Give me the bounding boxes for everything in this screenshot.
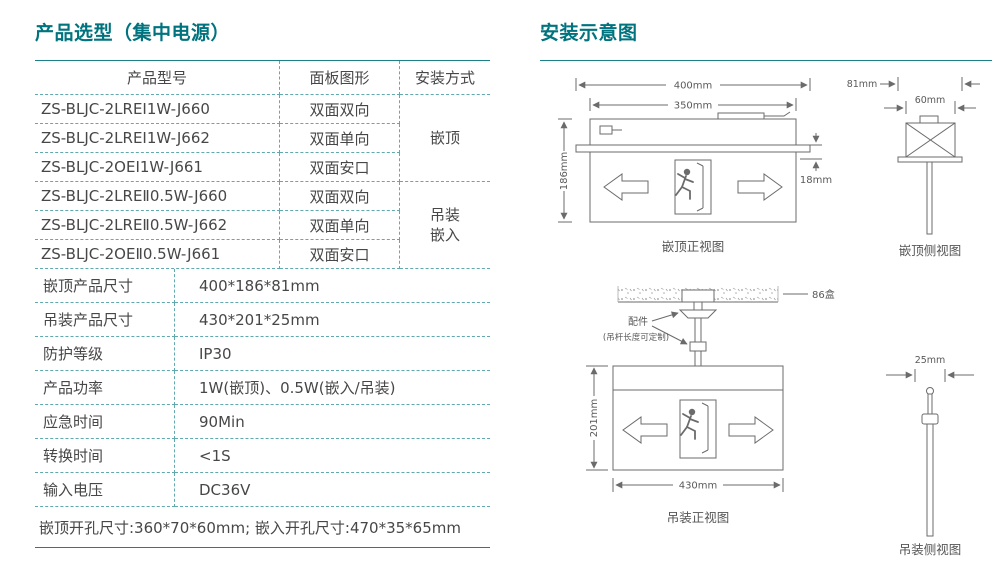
mounting-parts-drawing [651,289,808,367]
install-cell-hanging: 吊装 嵌入 [400,182,490,269]
product-table: 产品型号 面板图形 安装方式 ZS-BLJC-2LREⅠ1W-J660 双面双向… [35,60,490,548]
dim-height: 186mm [559,152,570,191]
running-man-icon [675,168,694,200]
spec-label: 吊装产品尺寸 [35,303,175,337]
panel-cell: 双面单向 [280,124,400,153]
caption-ceiling-side: 嵌顶侧视图 [899,243,962,258]
dim-profile-width: 81mm [847,79,878,90]
spec-value: 1W(嵌顶)、0.5W(嵌入/吊装) [175,371,490,405]
product-model-grid: 产品型号 面板图形 安装方式 ZS-BLJC-2LREⅠ1W-J660 双面双向… [35,61,490,269]
dimension-lines [586,365,784,492]
dimension-lines [558,78,822,223]
col-header-model: 产品型号 [35,61,280,95]
dim-overall-width: 400mm [674,81,713,92]
panel-cell: 双面双向 [280,95,400,124]
spec-value: 430*201*25mm [175,303,490,337]
product-selection-section: 产品选型（集中电源） 产品型号 面板图形 安装方式 ZS-BLJC-2LREⅠ1… [35,16,491,548]
dim-thickness: 25mm [915,355,946,366]
model-cell: ZS-BLJC-2LREⅡ0.5W-J660 [35,182,280,211]
spec-value: <1S [175,439,490,473]
side-profile-drawing [897,115,963,235]
section-title-installation: 安装示意图 [540,22,638,44]
left-arrow-icon [603,173,649,201]
running-man-icon [680,408,699,440]
model-cell: ZS-BLJC-2LREⅠ1W-J660 [35,95,280,124]
ceiling-front-view-diagram: 400mm 350mm 186mm 18mm 嵌顶正视图 [558,78,832,254]
cutout-size-note: 嵌顶开孔尺寸:360*70*60mm; 嵌入开孔尺寸:470*35*65mm [39,518,461,537]
left-arrow-icon [622,416,668,444]
col-header-install: 安装方式 [400,61,490,95]
caption-hanging-side: 吊装侧视图 [899,542,962,557]
dim-height: 201mm [589,399,600,438]
model-cell: ZS-BLJC-2LREⅠ1W-J662 [35,124,280,153]
model-cell: ZS-BLJC-2OEⅠ1W-J661 [35,153,280,182]
dim-box-width: 60mm [915,95,946,106]
parts-label: 配件 [628,316,648,328]
dim-recess: 18mm [800,175,832,186]
col-header-panel: 面板图形 [280,61,400,95]
spec-label: 产品功率 [35,371,175,405]
install-cell-ceiling: 嵌顶 [400,95,490,182]
spec-label: 输入电压 [35,473,175,507]
exit-sign-drawing [612,365,784,471]
junction-box-label: 86盒 [812,288,835,301]
title-rule [540,60,992,61]
side-profile-drawing [921,387,939,537]
spec-value: DC36V [175,473,490,507]
dim-width: 430mm [679,481,718,492]
spec-value: 90Min [175,405,490,439]
model-cell: ZS-BLJC-2LREⅡ0.5W-J662 [35,211,280,240]
parts-note: (吊杆长度可定制) [603,332,669,343]
section-title-products: 产品选型（集中电源） [35,22,231,44]
panel-cell: 双面单向 [280,211,400,240]
spec-grid: 嵌顶产品尺寸 400*186*81mm 吊装产品尺寸 430*201*25mm … [35,269,490,507]
right-arrow-icon [737,173,783,201]
installation-diagram-section: 安装示意图 [540,16,992,572]
model-cell: ZS-BLJC-2OEⅡ0.5W-J661 [35,240,280,269]
panel-cell: 双面安口 [280,153,400,182]
hanging-side-view-diagram: 25mm 吊装侧视图 [886,355,974,557]
panel-cell: 双面安口 [280,240,400,269]
spec-value: IP30 [175,337,490,371]
spec-value: 400*186*81mm [175,269,490,303]
ceiling-side-view-diagram: 81mm 60mm 嵌顶侧视图 [847,77,980,258]
spec-label: 应急时间 [35,405,175,439]
caption-ceiling-front: 嵌顶正视图 [662,239,725,254]
caption-hanging-front: 吊装正视图 [667,510,730,525]
spec-label: 防护等级 [35,337,175,371]
right-arrow-icon [728,416,774,444]
spec-label: 嵌顶产品尺寸 [35,269,175,303]
exit-sign-drawing [575,111,811,223]
dimension-lines [880,77,980,114]
dim-inner-width: 350mm [674,101,713,112]
spec-label: 转换时间 [35,439,175,473]
panel-cell: 双面双向 [280,182,400,211]
dimension-lines [886,369,974,382]
hanging-front-view-diagram: 86盒 配件 (吊杆长度可定制) 201mm 430mm 吊装正视图 [586,286,835,525]
